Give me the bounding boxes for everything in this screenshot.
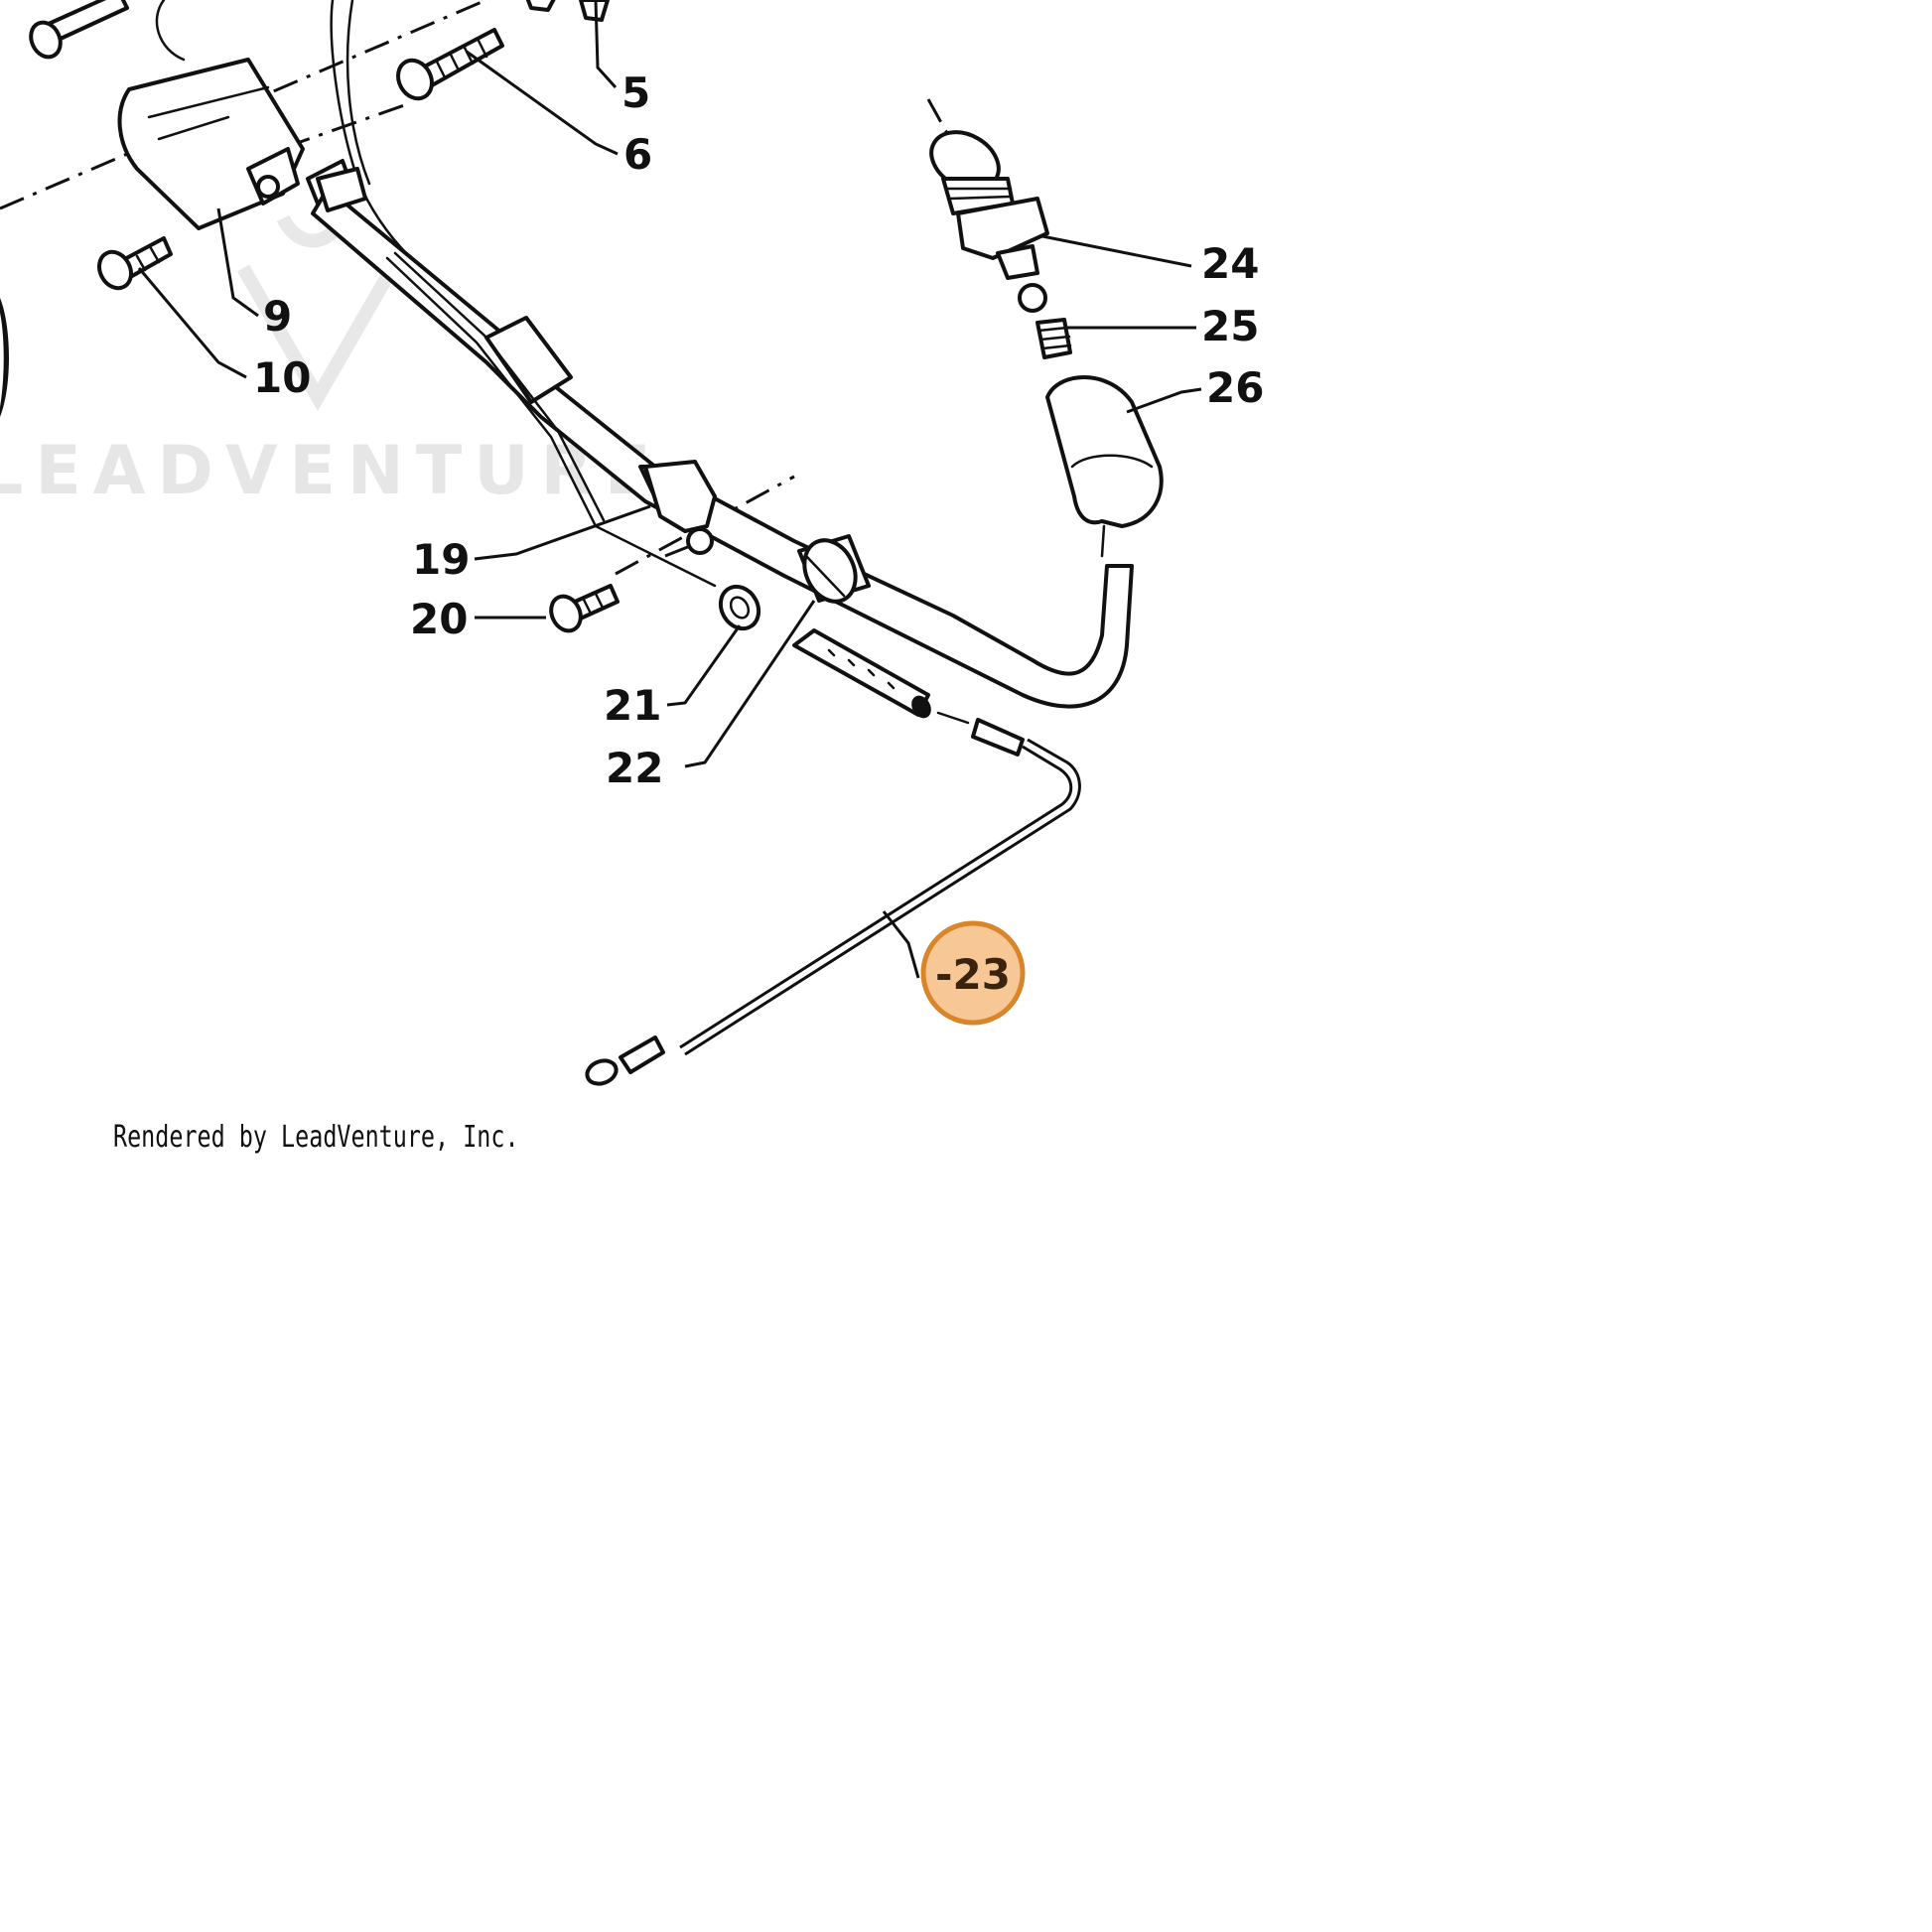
- highlight-circle: [920, 920, 1026, 1026]
- callout-25[interactable]: 25: [1201, 302, 1259, 350]
- callout-6[interactable]: 6: [623, 130, 652, 179]
- watermark-text: LEADVENTURE: [0, 432, 662, 510]
- callout-5[interactable]: 5: [621, 69, 650, 117]
- callout-20[interactable]: 20: [410, 595, 468, 643]
- cap-26: [1045, 375, 1164, 558]
- highlight-callout-23[interactable]: -23: [920, 920, 1026, 1026]
- clamp-19: [643, 460, 717, 555]
- callout-9[interactable]: 9: [263, 292, 292, 341]
- callout-10[interactable]: 10: [253, 353, 311, 402]
- callout-26[interactable]: 26: [1206, 363, 1264, 412]
- callout-24[interactable]: 24: [1201, 239, 1259, 288]
- callout-21[interactable]: 21: [604, 681, 661, 730]
- plug-24: [929, 130, 1049, 313]
- credit-text: Rendered by LeadVenture, Inc.: [113, 1120, 519, 1155]
- cable-23: [585, 628, 1081, 1086]
- coil-9: [117, 58, 354, 230]
- callout-19[interactable]: 19: [412, 535, 470, 584]
- bolt-10: [97, 236, 173, 291]
- watermark: LEADVENTURE: [0, 214, 662, 510]
- screw-top-left: [29, 0, 129, 60]
- grommet-21: [718, 584, 761, 631]
- highlight-label: -23: [935, 950, 1011, 999]
- screw-20: [549, 584, 620, 633]
- bolt-5: [579, 0, 610, 22]
- spring-25: [1035, 318, 1072, 359]
- bolt-6: [396, 28, 504, 101]
- grommet-22: [802, 538, 858, 604]
- callout-22[interactable]: 22: [606, 744, 663, 792]
